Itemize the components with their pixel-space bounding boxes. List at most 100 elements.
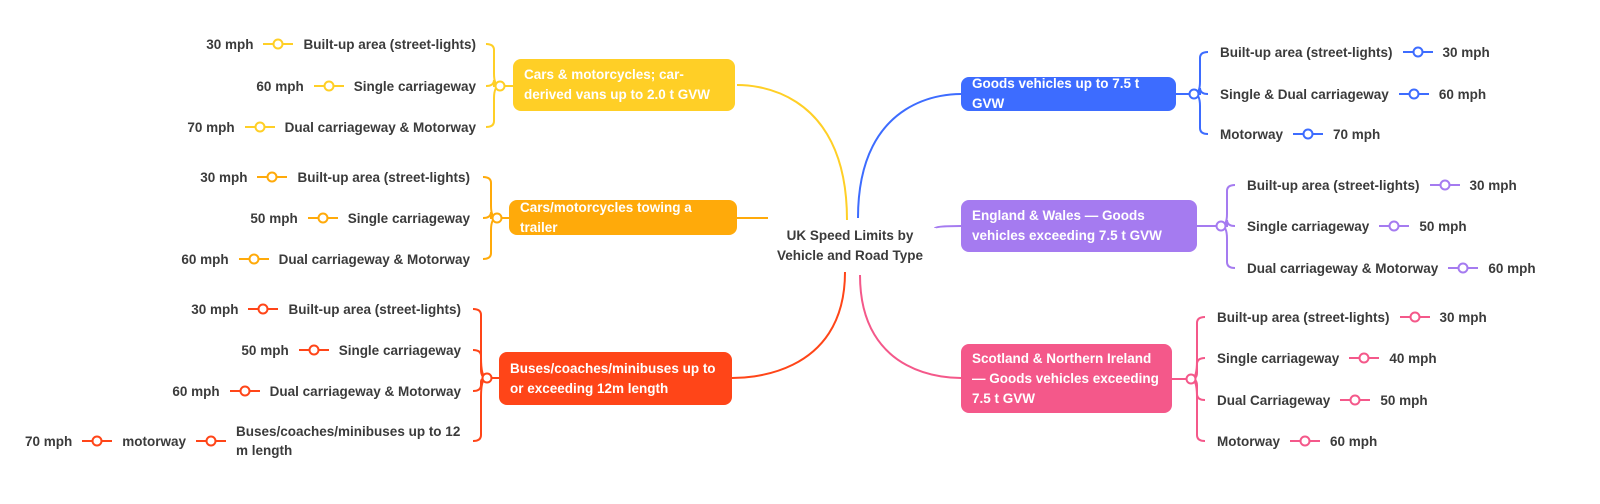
collapse-toggle-icon[interactable] bbox=[229, 384, 260, 398]
leaf-row: 60 mph Single carriageway bbox=[256, 76, 476, 96]
collapse-toggle-icon[interactable] bbox=[1340, 393, 1371, 407]
bracket-line bbox=[1220, 184, 1236, 227]
speed-limit-value[interactable]: 60 mph bbox=[1330, 433, 1378, 449]
collapse-toggle-icon[interactable] bbox=[298, 343, 329, 357]
bracket-line bbox=[485, 43, 501, 87]
branch-node-cars[interactable]: Cars & motorcycles; car-derived vans up … bbox=[513, 59, 735, 111]
road-type-label[interactable]: Dual carriageway & Motorway bbox=[1247, 260, 1439, 276]
collapse-toggle-icon[interactable] bbox=[1293, 127, 1324, 141]
speed-limit-value[interactable]: 50 mph bbox=[241, 342, 289, 358]
road-type-label[interactable]: Built-up area (street-lights) bbox=[1220, 44, 1393, 60]
leaf-row: Motorway 60 mph bbox=[1217, 431, 1377, 451]
road-type-label[interactable]: Single carriageway bbox=[338, 342, 461, 358]
collapse-toggle-icon[interactable] bbox=[1448, 261, 1479, 275]
speed-limit-value[interactable]: 60 mph bbox=[256, 78, 304, 94]
central-topic[interactable]: UK Speed Limits by Vehicle and Road Type bbox=[776, 228, 924, 263]
road-type-label[interactable]: Dual carriageway & Motorway bbox=[278, 251, 470, 267]
collapse-toggle[interactable] bbox=[491, 212, 503, 224]
speed-limit-value[interactable]: 50 mph bbox=[1419, 218, 1467, 234]
leaf-row: 60 mph Dual carriageway & Motorway bbox=[172, 381, 461, 401]
collapse-toggle[interactable] bbox=[481, 372, 493, 384]
road-type-label[interactable]: Single carriageway bbox=[1217, 350, 1340, 366]
speed-limit-value[interactable]: 60 mph bbox=[181, 251, 229, 267]
speed-limit-value[interactable]: 40 mph bbox=[1389, 350, 1437, 366]
road-type-label[interactable]: Single carriageway bbox=[1247, 218, 1370, 234]
speed-limit-value[interactable]: 60 mph bbox=[1438, 86, 1487, 102]
branch-node-england[interactable]: England & Wales — Goods vehicles exceedi… bbox=[961, 200, 1197, 252]
branch-connector bbox=[736, 84, 848, 221]
speed-limit-value[interactable]: 30 mph bbox=[191, 301, 239, 317]
collapse-toggle[interactable] bbox=[1215, 220, 1227, 232]
speed-limit-value[interactable]: 30 mph bbox=[206, 36, 254, 52]
speed-limit-value[interactable]: 70 mph bbox=[187, 119, 235, 135]
bracket-line bbox=[482, 217, 498, 260]
speed-limit-value[interactable]: 70 mph bbox=[1333, 126, 1381, 142]
road-type-label[interactable]: Motorway bbox=[1217, 433, 1281, 449]
bracket-line bbox=[1193, 93, 1209, 135]
road-type-label[interactable]: Built-up area (street-lights) bbox=[288, 301, 461, 317]
speed-limit-value[interactable]: 30 mph bbox=[1439, 309, 1487, 325]
collapse-toggle-icon[interactable] bbox=[263, 37, 294, 51]
leaf-row: 30 mph Built-up area (street-lights) bbox=[206, 34, 476, 54]
speed-limit-value[interactable]: 60 mph bbox=[1488, 260, 1536, 276]
collapse-toggle-icon[interactable] bbox=[244, 120, 275, 134]
road-type-label[interactable]: Built-up area (street-lights) bbox=[1217, 309, 1390, 325]
speed-limit-value[interactable]: 50 mph bbox=[250, 210, 298, 226]
speed-limit-value[interactable]: 60 mph bbox=[172, 383, 220, 399]
collapse-toggle-icon[interactable] bbox=[1429, 178, 1460, 192]
collapse-toggle[interactable] bbox=[494, 80, 506, 92]
collapse-toggle-icon[interactable] bbox=[307, 211, 338, 225]
collapse-toggle-icon[interactable] bbox=[1349, 351, 1380, 365]
road-type-label[interactable]: Single carriageway bbox=[347, 210, 470, 226]
road-type-label[interactable]: Buses/coaches/minibuses up to 12 m lengt… bbox=[236, 424, 461, 458]
road-type-label[interactable]: Single carriageway bbox=[353, 78, 476, 94]
leaf-row: 60 mph Dual carriageway & Motorway bbox=[181, 249, 470, 269]
leaf-row: Single & Dual carriageway 60 mph bbox=[1220, 84, 1486, 104]
speed-limit-value[interactable]: 30 mph bbox=[200, 169, 248, 185]
collapse-toggle[interactable] bbox=[1188, 88, 1200, 100]
collapse-toggle-icon[interactable] bbox=[1399, 310, 1430, 324]
leaf-row: 70 mph Dual carriageway & Motorway bbox=[187, 117, 476, 137]
leaf-row: Single carriageway 50 mph bbox=[1247, 216, 1467, 236]
road-type-label[interactable]: Dual Carriageway bbox=[1217, 392, 1331, 408]
speed-limit-value[interactable]: 70 mph bbox=[24, 433, 73, 449]
collapse-toggle-icon[interactable] bbox=[313, 79, 344, 93]
collapse-toggle-icon[interactable] bbox=[257, 170, 288, 184]
branch-node-buses[interactable]: Buses/coaches/minibuses up to or exceedi… bbox=[499, 352, 732, 405]
road-type-label[interactable]: motorway bbox=[122, 433, 186, 449]
speed-limit-value[interactable]: 30 mph bbox=[1469, 177, 1517, 193]
road-type-label[interactable]: Motorway bbox=[1220, 126, 1284, 142]
road-type-label[interactable]: Single & Dual carriageway bbox=[1220, 86, 1389, 102]
collapse-toggle[interactable] bbox=[1185, 373, 1197, 385]
collapse-toggle-icon[interactable] bbox=[1398, 87, 1429, 101]
branch-connector bbox=[731, 271, 846, 379]
leaf-row: Motorway 70 mph bbox=[1220, 124, 1380, 144]
bracket-line bbox=[485, 85, 501, 128]
leaf-row: Single carriageway 40 mph bbox=[1217, 348, 1437, 368]
road-type-label[interactable]: Built-up area (street-lights) bbox=[297, 169, 470, 185]
road-type-label[interactable]: Built-up area (street-lights) bbox=[1247, 177, 1420, 193]
branch-node-towing[interactable]: Cars/motorcycles towing a trailer bbox=[509, 200, 737, 235]
collapse-toggle-icon[interactable] bbox=[248, 302, 279, 316]
leaf-row: 50 mph Single carriageway bbox=[250, 208, 470, 228]
collapse-toggle-icon[interactable] bbox=[238, 252, 269, 266]
road-type-label[interactable]: Dual carriageway & Motorway bbox=[269, 383, 461, 399]
leaf-row: Built-up area (street-lights) 30 mph bbox=[1247, 175, 1517, 195]
collapse-toggle-icon[interactable] bbox=[1379, 219, 1410, 233]
leaf-row: 30 mph Built-up area (street-lights) bbox=[191, 299, 461, 319]
speed-limit-value[interactable]: 30 mph bbox=[1442, 44, 1490, 60]
collapse-toggle-icon[interactable] bbox=[1402, 45, 1433, 59]
leaf-row: 50 mph Single carriageway bbox=[241, 340, 461, 360]
collapse-toggle-icon[interactable] bbox=[1290, 434, 1321, 448]
collapse-toggle-icon[interactable] bbox=[82, 434, 113, 448]
road-type-label[interactable]: Dual carriageway & Motorway bbox=[284, 119, 476, 135]
branch-connector bbox=[934, 225, 962, 229]
road-type-label[interactable]: Built-up area (street-lights) bbox=[303, 36, 476, 52]
bracket-line bbox=[1220, 225, 1236, 269]
speed-limit-value[interactable]: 50 mph bbox=[1380, 392, 1428, 408]
branch-node-goods[interactable]: Goods vehicles up to 7.5 t GVW bbox=[961, 76, 1176, 111]
collapse-toggle-icon[interactable] bbox=[196, 434, 226, 448]
leaf-row: Built-up area (street-lights) 30 mph bbox=[1220, 42, 1490, 62]
branch-node-scotland[interactable]: Scotland & Northern Ireland — Goods vehi… bbox=[961, 344, 1172, 413]
